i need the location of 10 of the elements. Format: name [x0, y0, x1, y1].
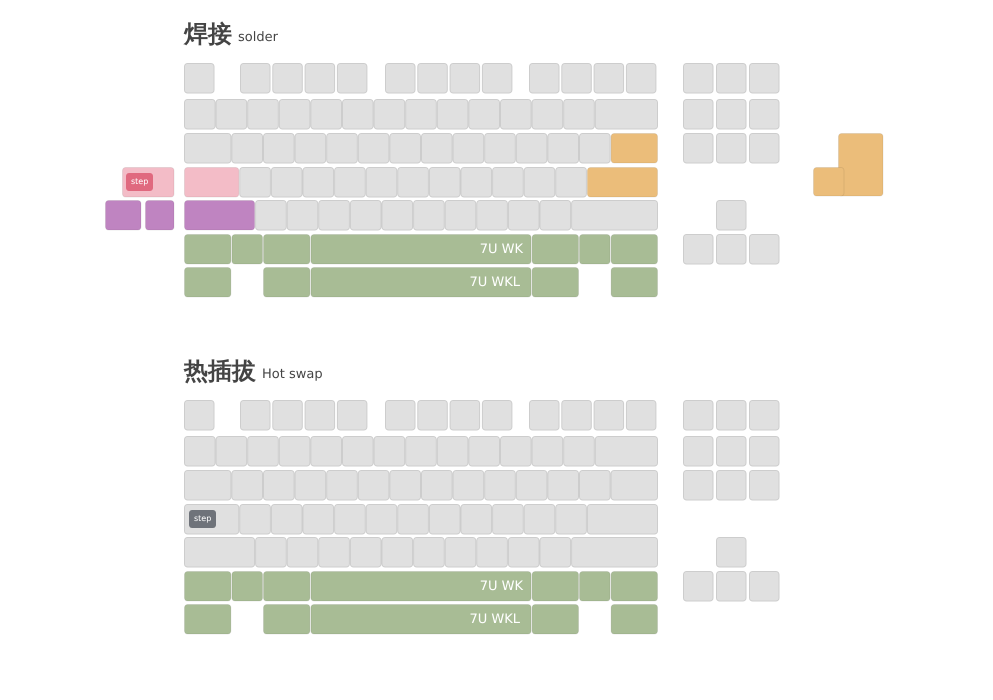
- step-badge: step: [189, 510, 216, 528]
- key-legend: 7U WKL: [469, 276, 520, 289]
- section-heading: 焊接: [184, 22, 232, 46]
- section-subheading: Hot swap: [262, 368, 323, 381]
- key-legend: 7U WKL: [469, 613, 520, 626]
- key-legend: 7U WK: [480, 580, 523, 593]
- key-legend: 7U WK: [480, 243, 523, 256]
- section-heading: 热插拔: [184, 359, 256, 383]
- section-subheading: solder: [238, 31, 278, 44]
- step-badge: step: [126, 173, 154, 191]
